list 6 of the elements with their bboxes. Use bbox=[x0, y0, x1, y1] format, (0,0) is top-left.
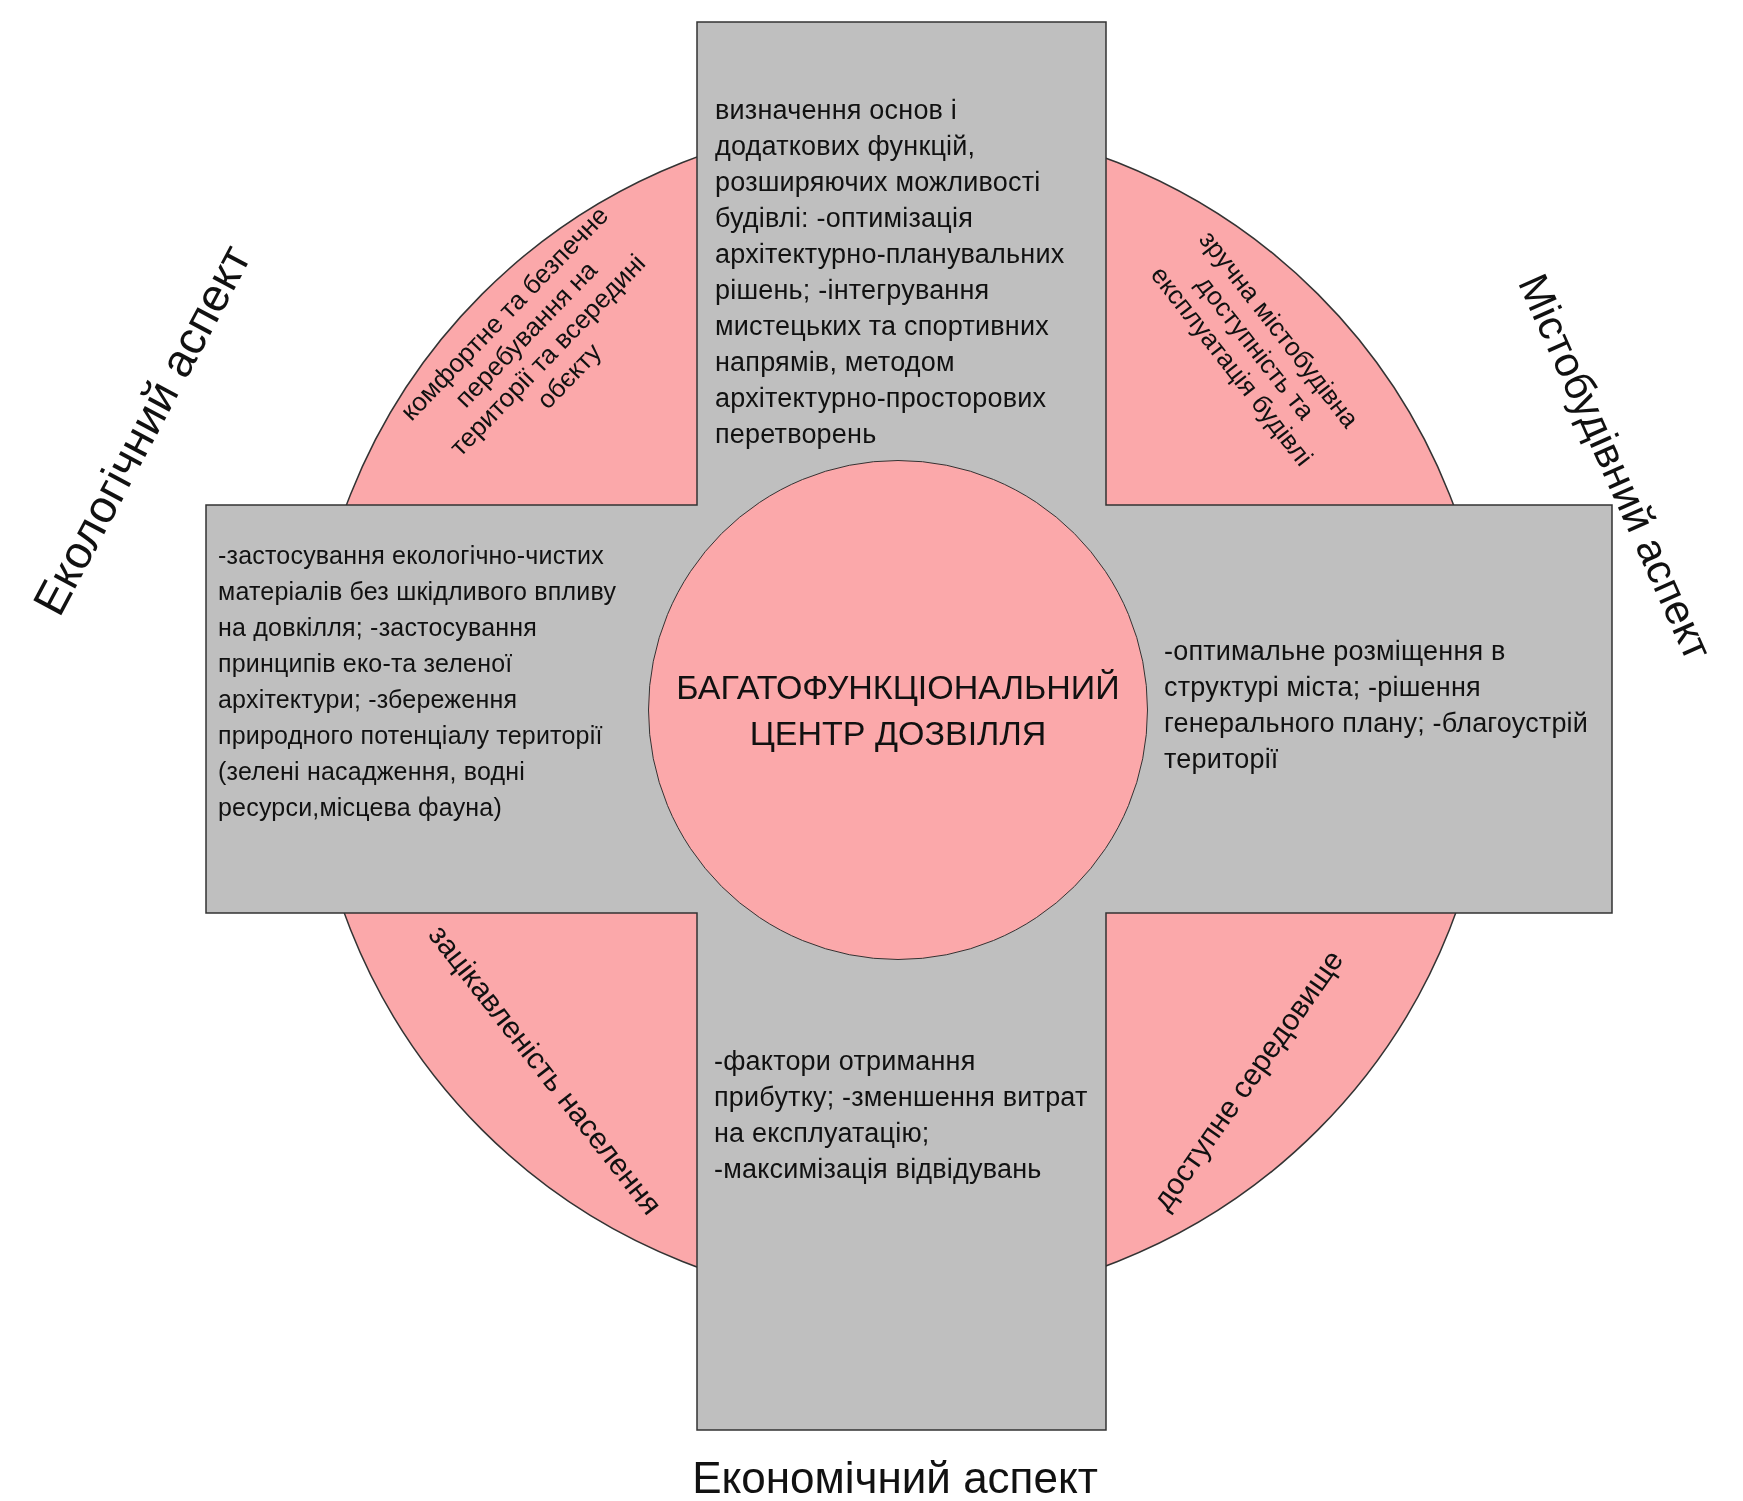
arm-text: визначення основ і додаткових функцій, розширяючих можливості будівлі: -оптимізація архітектурно-планувальних рішень; -інтегрування мистецьких та спортивних напрямів, методом архітектурно-просторових перетворень bbox=[715, 94, 1066, 451]
center-title: БАГАТОФУНКЦІОНАЛЬНИЙ ЦЕНТР ДОЗВІЛЛЯ bbox=[675, 667, 1121, 754]
arm-text: -фактори отримання прибутку; -зменшення витрат на експлуатацію; -максимізація відвідувань bbox=[714, 1045, 1089, 1186]
aspect-label: Економічний аспект bbox=[691, 1452, 1099, 1501]
arm-text: -оптимальне розміщення в структурі міста; -рішення генерального плану; -благоустрій території bbox=[1164, 635, 1590, 776]
arm-text: -застосування екологічно-чистих матеріалів без шкідливого впливу на довкілля; -застосування принципів еко-та зеленої архітектури; -збереження природного потенціалу території (зелені насадження, водні ресурси,місцева фауна) bbox=[218, 540, 618, 823]
